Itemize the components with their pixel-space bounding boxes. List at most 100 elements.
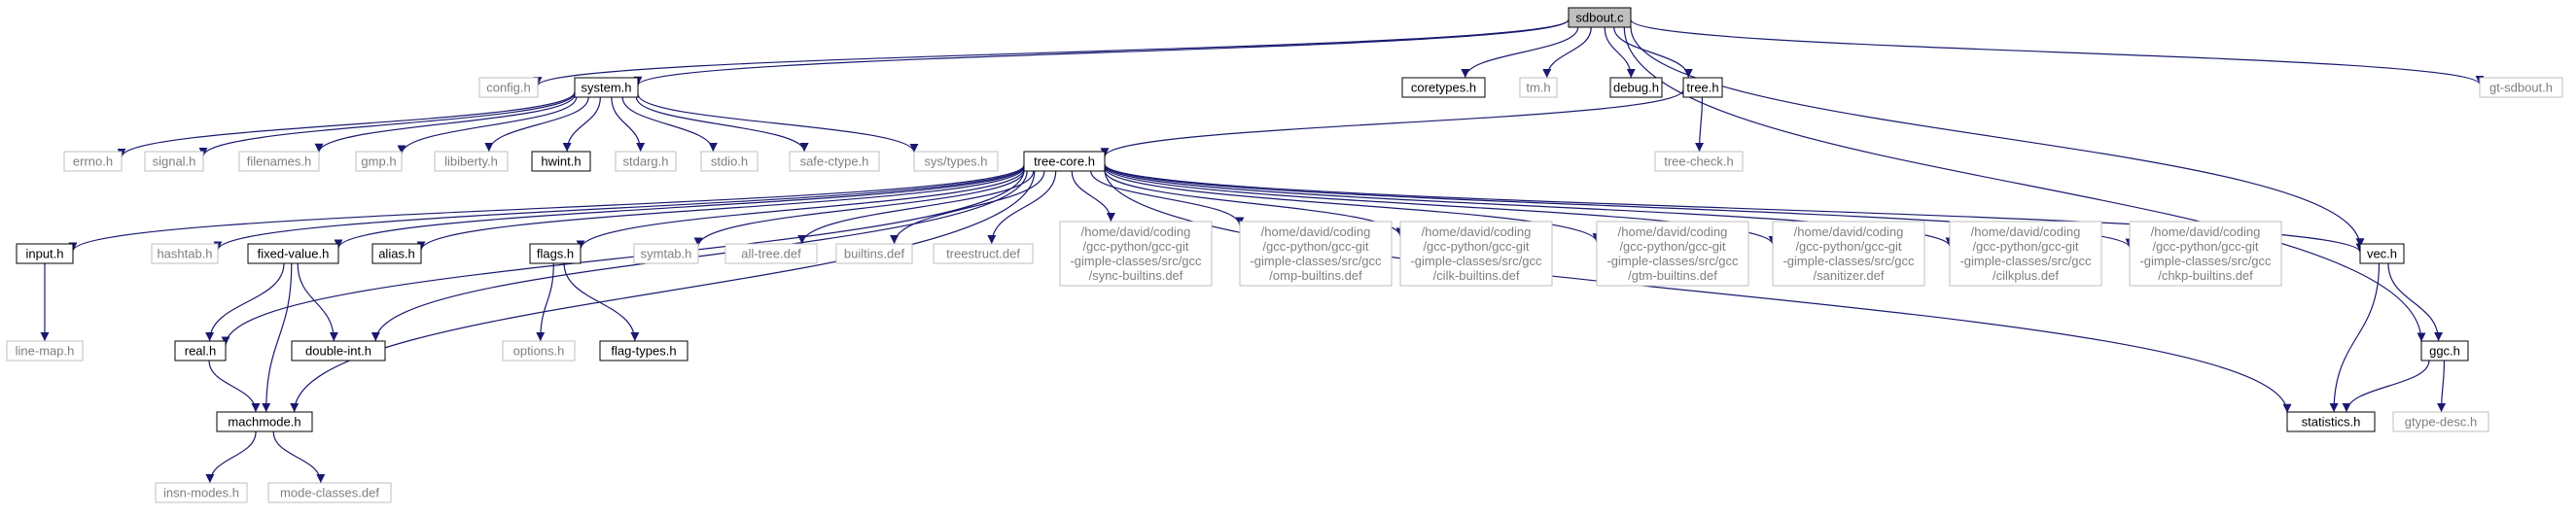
node-label-systypes: sys/types.h <box>924 155 987 169</box>
node-fixedvalue[interactable]: fixed-value.h <box>247 243 339 264</box>
node-box-statistics <box>2286 411 2376 432</box>
node-label-symtab: symtab.h <box>641 247 692 261</box>
node-label-machmode: machmode.h <box>228 415 300 430</box>
node-label-treecheck: tree-check.h <box>1664 155 1734 169</box>
node-label-syncb: -gimple-classes/src/gcc <box>1070 254 1202 268</box>
node-cilkplus: /home/david/coding/gcc-python/gcc-git-gi… <box>1949 221 2102 287</box>
node-hashtab: hashtab.h <box>151 243 219 264</box>
node-label-ompb: /home/david/coding <box>1261 224 1371 239</box>
node-box-gtsdbout <box>2479 77 2563 98</box>
node-vec[interactable]: vec.h <box>2359 243 2405 264</box>
node-system[interactable]: system.h <box>574 77 639 98</box>
node-doubleint[interactable]: double-int.h <box>291 340 386 361</box>
edge-system-to-gmp <box>397 96 578 155</box>
node-statistics[interactable]: statistics.h <box>2286 411 2376 432</box>
node-box-stdarg <box>615 151 677 172</box>
edge-treecore-to-treestruct <box>987 170 1057 245</box>
edge-fixedvalue-to-real <box>205 262 285 342</box>
node-label-cilkplus: /gcc-python/gcc-git <box>1972 239 2078 254</box>
edge-treecore-to-hashtab <box>213 165 1025 251</box>
node-box-symtab <box>633 243 699 264</box>
node-signal: signal.h <box>144 151 204 172</box>
node-input[interactable]: input.h <box>16 243 74 264</box>
edge-system-to-errno <box>117 91 576 157</box>
node-gtmb: /home/david/coding/gcc-python/gcc-git-gi… <box>1596 221 1749 287</box>
node-flagtypes[interactable]: flag-types.h <box>599 340 688 361</box>
dependency-edges <box>40 18 2485 484</box>
edge-system-to-filenames <box>314 94 576 153</box>
node-label-stdio: stdio.h <box>711 155 748 169</box>
edge-vec-to-statistics <box>2329 262 2381 413</box>
node-label-flags: flags.h <box>537 247 574 261</box>
node-box-hashtab <box>151 243 219 264</box>
node-label-statistics: statistics.h <box>2302 415 2361 430</box>
node-box-tree <box>1682 77 1723 98</box>
node-box-cilkplus <box>1949 221 2102 287</box>
node-tree[interactable]: tree.h <box>1682 77 1723 98</box>
node-box-cilkb <box>1399 221 1553 287</box>
edge-system-to-signal <box>198 92 576 157</box>
node-sdbout[interactable]: sdbout.c <box>1568 7 1632 28</box>
node-label-cilkb: -gimple-classes/src/gcc <box>1410 254 1542 268</box>
edge-treecore-to-alltree <box>797 170 1035 245</box>
node-config: config.h <box>478 77 539 98</box>
node-label-cilkplus: /home/david/coding <box>1971 224 2081 239</box>
edge-system-to-systypes <box>637 93 919 154</box>
edge-treecore-to-gtmb <box>1104 167 1602 243</box>
node-label-tree: tree.h <box>1686 81 1718 95</box>
node-box-gmp <box>355 151 403 172</box>
node-label-config: config.h <box>486 81 531 95</box>
node-label-hwint: hwint.h <box>541 155 581 169</box>
node-gtsdbout: gt-sdbout.h <box>2479 77 2563 98</box>
node-box-tm <box>1519 77 1558 98</box>
node-machmode[interactable]: machmode.h <box>216 411 313 432</box>
node-chkpb: /home/david/coding/gcc-python/gcc-git-gi… <box>2129 221 2282 287</box>
edge-flags-to-options <box>536 262 554 342</box>
node-flags[interactable]: flags.h <box>529 243 582 264</box>
edge-fixedvalue-to-machmode <box>262 262 293 413</box>
node-box-hwint <box>531 151 591 172</box>
edge-sdbout-to-gtsdbout <box>1630 18 2485 86</box>
node-label-cilkb: /gcc-python/gcc-git <box>1423 239 1529 254</box>
node-tm: tm.h <box>1519 77 1558 98</box>
node-box-ompb <box>1239 221 1393 287</box>
node-coretypes[interactable]: coretypes.h <box>1401 77 1486 98</box>
node-label-gmp: gmp.h <box>361 155 396 169</box>
node-box-ggc <box>2420 340 2469 361</box>
node-ompb: /home/david/coding/gcc-python/gcc-git-gi… <box>1239 221 1393 287</box>
edge-treecore-to-flags <box>576 168 1025 250</box>
node-label-debug: debug.h <box>1613 81 1659 95</box>
node-insnmodes: insn-modes.h <box>155 482 248 503</box>
node-hwint[interactable]: hwint.h <box>531 151 591 172</box>
edge-sdbout-to-system <box>633 18 1570 86</box>
edge-treecore-to-ompb <box>1090 170 1245 226</box>
node-label-filenames: filenames.h <box>247 155 311 169</box>
edge-machmode-to-modeclasses <box>272 430 326 484</box>
node-debug[interactable]: debug.h <box>1609 77 1663 98</box>
node-modeclasses: mode-classes.def <box>267 482 392 503</box>
node-label-gtmb: /gcc-python/gcc-git <box>1619 239 1725 254</box>
edge-sdbout-to-ggc <box>1623 26 2426 342</box>
node-box-debug <box>1609 77 1663 98</box>
node-label-gtsdbout: gt-sdbout.h <box>2489 81 2553 95</box>
node-ggc[interactable]: ggc.h <box>2420 340 2469 361</box>
node-label-real: real.h <box>185 344 217 359</box>
node-box-chkpb <box>2129 221 2282 287</box>
node-label-chkpb: /home/david/coding <box>2151 224 2261 239</box>
node-box-config <box>478 77 539 98</box>
node-label-ggc: ggc.h <box>2429 344 2460 359</box>
node-libiberty: libiberty.h <box>434 151 509 172</box>
node-label-doubleint: double-int.h <box>305 344 371 359</box>
node-box-sanitizer <box>1772 221 1925 287</box>
edge-ggc-to-statistics <box>2342 360 2430 413</box>
node-gtypedesc: gtype-desc.h <box>2392 411 2489 432</box>
node-real[interactable]: real.h <box>174 340 227 361</box>
node-builtins: builtins.def <box>835 243 913 264</box>
node-label-cilkplus: -gimple-classes/src/gcc <box>1959 254 2092 268</box>
node-alias[interactable]: alias.h <box>371 243 422 264</box>
node-treecore[interactable]: tree-core.h <box>1023 151 1106 172</box>
node-label-sanitizer: -gimple-classes/src/gcc <box>1782 254 1915 268</box>
node-box-builtins <box>835 243 913 264</box>
node-box-gtmb <box>1596 221 1749 287</box>
